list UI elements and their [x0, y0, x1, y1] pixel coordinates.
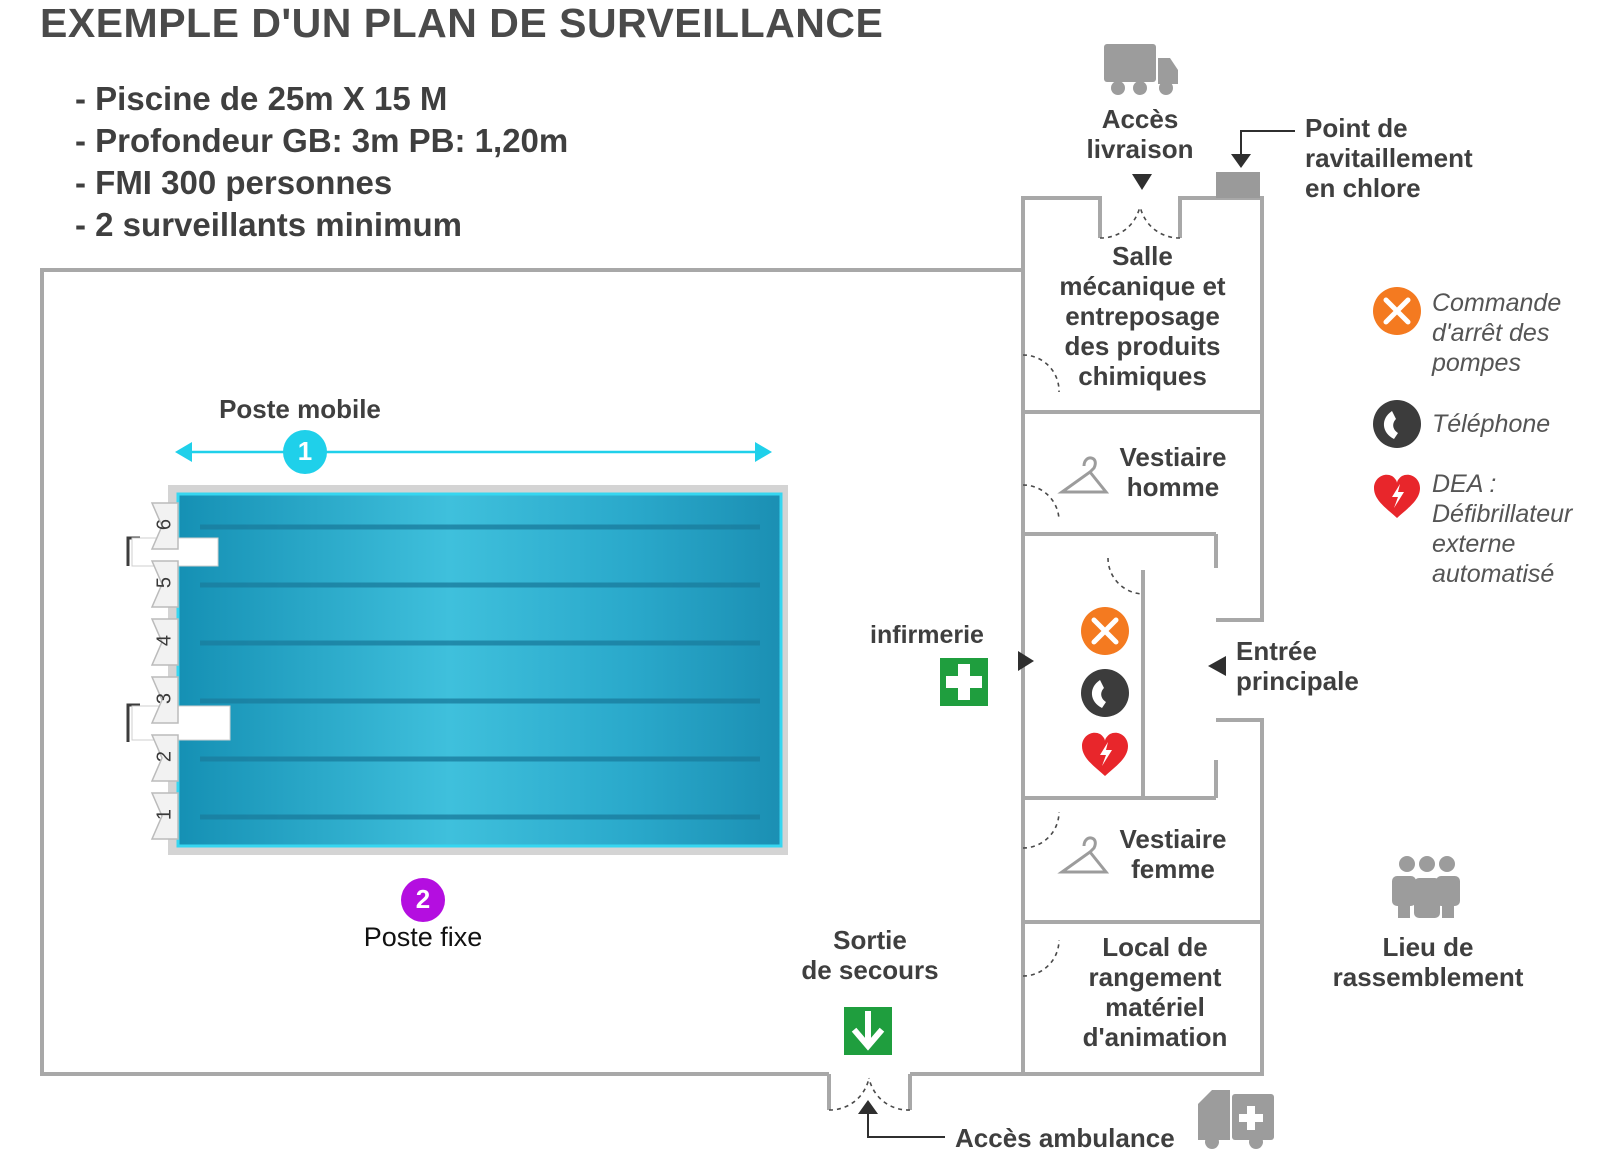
defibrillator-icon [1374, 474, 1420, 518]
info-line-lifeguards: - 2 surveillants minimum [75, 206, 462, 243]
delivery-truck-icon [1104, 44, 1178, 95]
lane-number: 5 [153, 576, 176, 589]
hanger-icon [1057, 836, 1110, 874]
pump-stop-icon [1373, 287, 1421, 335]
legend-telephone-text: Téléphone [1432, 410, 1551, 438]
ambulance-pointer [858, 1100, 945, 1138]
info-line-pool-size: - Piscine de 25m X 15 M [75, 80, 448, 117]
lane-number: 2 [153, 750, 176, 763]
defibrillator-icon [1082, 732, 1128, 776]
infirmary-label: infirmerie [870, 621, 984, 649]
chlorine-pointer [1231, 130, 1295, 168]
mobile-post-range [175, 430, 772, 474]
lane-number: 1 [153, 808, 176, 821]
lane-number: 4 [153, 634, 176, 647]
info-line-capacity: - FMI 300 personnes [75, 164, 393, 201]
hanger-icon [1057, 456, 1110, 494]
ambulance-access-label: Accès ambulance [955, 1123, 1175, 1153]
starting-blocks [150, 502, 179, 840]
door-swings [828, 205, 1181, 1111]
mobile-post-label: Poste mobile [219, 394, 381, 424]
first-aid-icon [940, 658, 988, 706]
chlorine-supply-box [1216, 172, 1260, 198]
page-title: EXEMPLE D'UN PLAN DE SURVEILLANCE [40, 0, 884, 46]
telephone-icon [1373, 400, 1421, 448]
emergency-exit-icon [844, 1007, 892, 1055]
info-line-depth: - Profondeur GB: 3m PB: 1,20m [75, 122, 569, 159]
lane-number: 3 [153, 692, 176, 705]
ambulance-icon [1198, 1090, 1274, 1149]
pump-stop-icon [1081, 607, 1129, 655]
fixed-post-marker [401, 878, 445, 922]
building-walls [40, 196, 1264, 1110]
fixed-post-number: 2 [415, 884, 431, 914]
lane-number: 6 [153, 518, 176, 531]
direction-arrows [1018, 174, 1226, 676]
pool [168, 485, 788, 855]
assembly-people-icon [1392, 856, 1460, 918]
fixed-post-label: Poste fixe [363, 922, 483, 952]
telephone-icon [1081, 669, 1129, 717]
mobile-post-number: 1 [297, 436, 313, 466]
